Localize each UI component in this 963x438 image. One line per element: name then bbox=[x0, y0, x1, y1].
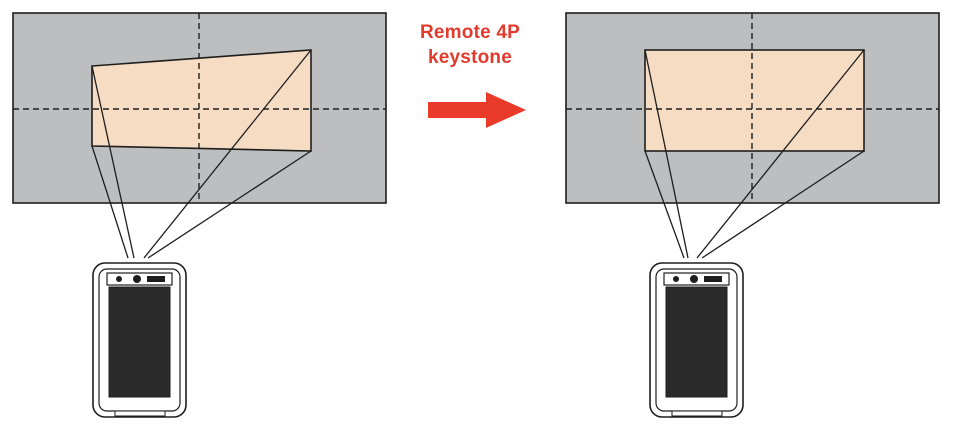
projector-icon bbox=[92, 262, 187, 418]
keystone-caption: Remote 4P keystone bbox=[390, 20, 550, 70]
projection-beams-before bbox=[91, 49, 312, 259]
before-panel bbox=[12, 12, 387, 418]
after-panel bbox=[565, 12, 940, 418]
caption-line-1: Remote 4P bbox=[419, 22, 520, 43]
right-arrow-icon bbox=[428, 92, 526, 128]
corrected-image bbox=[644, 49, 865, 152]
caption-line-2: keystone bbox=[428, 47, 512, 68]
projection-beams-after bbox=[644, 49, 865, 259]
distorted-image bbox=[91, 49, 312, 152]
projector-icon bbox=[649, 262, 744, 418]
